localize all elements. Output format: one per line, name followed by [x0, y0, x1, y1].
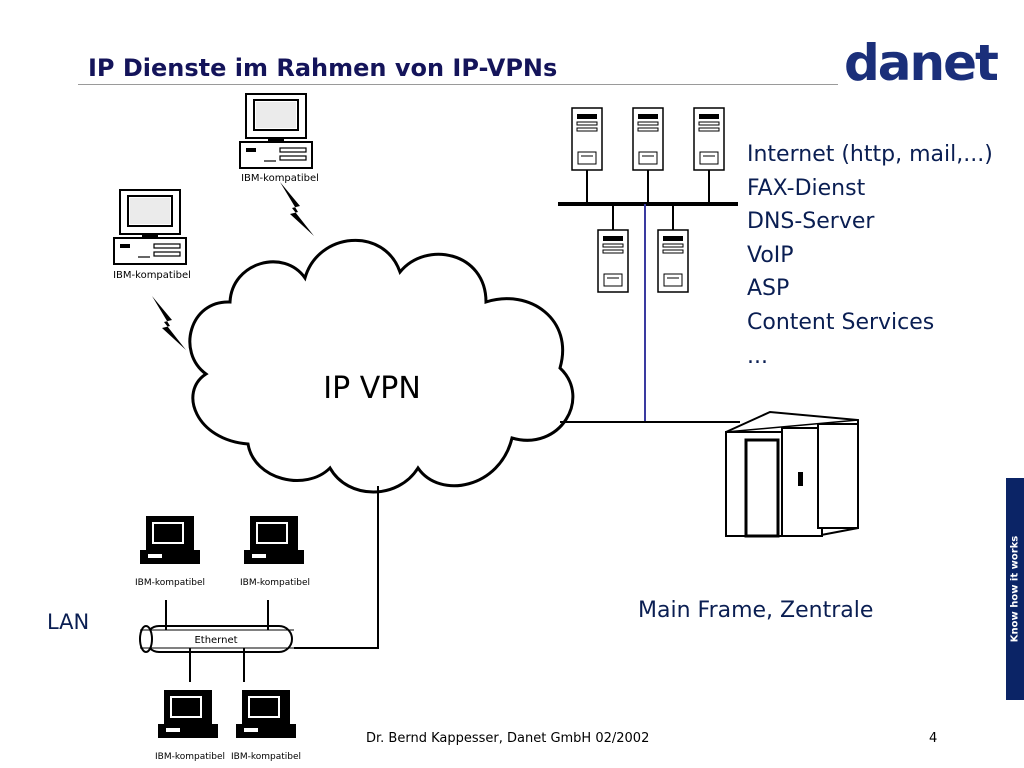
server-icon [657, 229, 689, 293]
services-list: Internet (http, mail,...) FAX-Dienst DNS… [747, 138, 993, 373]
pc-icon [113, 189, 187, 265]
lan-label: LAN [47, 610, 90, 634]
pc-label: IBM-kompatibel [113, 270, 191, 281]
server-icon [693, 107, 725, 171]
mainframe-icon [725, 410, 859, 538]
server-icon [571, 107, 603, 171]
pc-label: IBM-kompatibel [135, 578, 205, 588]
service-item: VoIP [747, 242, 794, 268]
wireless-link-icon [152, 296, 186, 350]
service-item: Internet (http, mail,...) [747, 142, 993, 167]
cloud-label: IP VPN [323, 371, 421, 406]
ip-vpn-cloud [188, 238, 575, 494]
server-icon [632, 107, 664, 171]
pc-label: IBM-kompatibel [240, 578, 310, 588]
pc-icon [244, 516, 304, 564]
danet-logo-graphic: danet [844, 34, 1000, 92]
server-icon [597, 229, 629, 293]
wireless-link-icon [280, 182, 314, 236]
slide-title: IP Dienste im Rahmen von IP-VPNs [88, 54, 558, 82]
title-underline [78, 84, 838, 85]
pc-icon [140, 516, 200, 564]
pc-icon [239, 93, 313, 169]
service-item: FAX-Dienst [747, 175, 866, 201]
service-item: ... [747, 343, 768, 369]
pc-label: IBM-kompatibel [241, 173, 319, 184]
mainframe-label: Main Frame, Zentrale [638, 598, 874, 623]
danet-logo: danet [842, 34, 1000, 92]
sidebar-text: Know how it works [1009, 535, 1021, 643]
pc-label: IBM-kompatibel [231, 752, 301, 762]
page-number: 4 [929, 731, 938, 746]
lan-uplink [294, 486, 379, 649]
service-item: ASP [747, 276, 790, 302]
logo-wordmark: danet [844, 40, 998, 86]
service-item: DNS-Server [747, 209, 875, 235]
know-how-sidebar: Know how it works [1006, 478, 1024, 700]
pc-icon [236, 690, 296, 738]
service-item: Content Services [747, 309, 935, 335]
pc-label: IBM-kompatibel [155, 752, 225, 762]
footer-author: Dr. Bernd Kappesser, Danet GmbH 02/2002 [366, 731, 650, 746]
pc-icon [158, 690, 218, 738]
ethernet-label: Ethernet [194, 635, 237, 646]
